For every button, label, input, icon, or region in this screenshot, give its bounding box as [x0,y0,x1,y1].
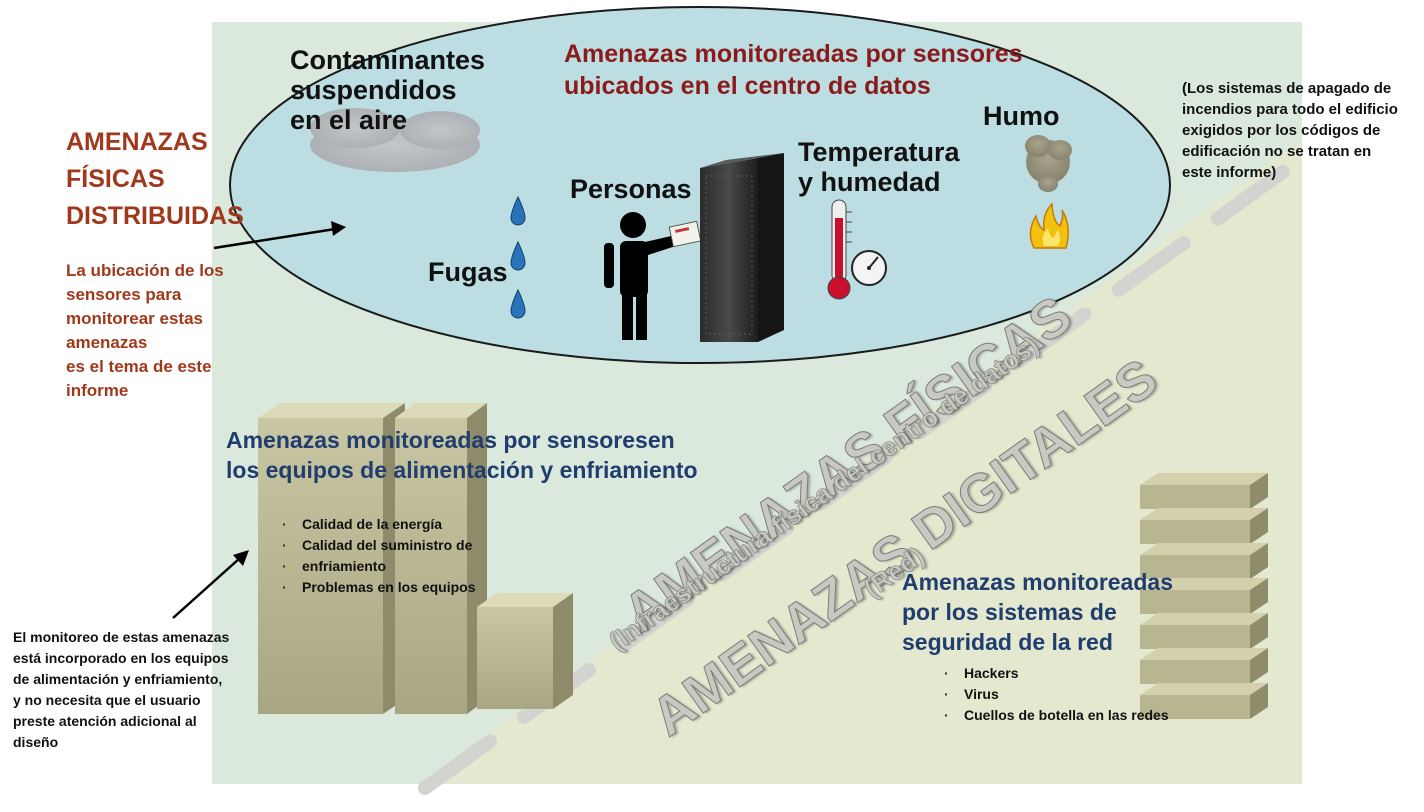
network-server-slab [1140,508,1268,544]
note-line: exigidos por los códigos de [1182,122,1381,139]
distributed-threats-subtitle: La ubicación de los sensores para monito… [66,259,224,403]
temperature-label: Temperatura y humedad [798,137,960,197]
network-heading-line: seguridad de la red [902,629,1113,655]
smoke-label: Humo [983,101,1060,131]
server-rack-icon [700,153,784,342]
list-item: enfriamiento [278,556,476,577]
lower-region [420,140,1302,784]
list-item: Calidad del suministro de [278,535,476,556]
thermometer-icon [827,199,852,300]
power-heading-line: los equipos de alimentación y enfriamien… [226,457,698,483]
oval-heading: Amenazas monitoreadas por sensores ubica… [564,38,1023,102]
water-drop-icon [510,195,526,319]
power-heading-line: Amenazas monitoreadas por sensoresen [226,427,675,453]
note-line: está incorporado en los equipos [13,650,229,666]
list-item: Hackers [940,663,1169,684]
building-fire-note: (Los sistemas de apagado de incendios pa… [1182,78,1398,183]
cloud-icon [310,108,480,172]
note-line: El monitoreo de estas amenazas [13,629,230,645]
equipment-box-short [477,593,573,709]
note-line: edificación no se tratan en [1182,143,1372,160]
power-cooling-heading: Amenazas monitoreadas por sensoresen los… [226,425,698,485]
note-line: preste atención adicional al [13,713,197,729]
subtitle-line: sensores para [66,285,182,304]
network-server-slab [1140,613,1268,649]
network-server-slab [1140,578,1268,614]
network-threats-list: Hackers Virus Cuellos de botella en las … [940,663,1169,726]
list-item: Problemas en los equipos [278,577,476,598]
network-heading-line: por los sistemas de [902,599,1117,625]
arrow-to-oval [213,221,346,250]
subtitle-line: informe [66,381,129,400]
contaminants-line: en el aire [290,105,408,135]
note-line: y no necesita que el usuario [13,692,201,708]
subtitle-line: es el tema de este [66,357,212,376]
contaminants-line: suspendidos [290,75,457,105]
title-line: DISTRIBUIDAS [66,202,244,230]
fire-icon [1029,202,1069,249]
embedded-monitoring-note: El monitoreo de estas amenazas está inco… [13,627,229,753]
note-line: este informe) [1182,164,1277,181]
people-label: Personas [570,174,692,204]
note-line: (Los sistemas de apagado de [1182,80,1392,97]
leaks-label: Fugas [428,257,508,287]
subtitle-line: monitorear estas [66,309,203,328]
contaminants-label: Contaminantes suspendidos en el aire [290,45,485,135]
gauge-icon [851,250,887,286]
network-server-slab [1140,473,1268,509]
list-item: Calidad de la energía [278,514,476,535]
contaminants-line: Contaminantes [290,45,486,75]
arrow-to-equipment [172,550,249,619]
oval-heading-line: ubicados en el centro de datos [564,72,931,100]
smoke-icon [1025,135,1072,192]
person-icon [604,212,682,340]
subtitle-line: amenazas [66,333,148,352]
power-cooling-list: Calidad de la energía Calidad del sumini… [278,514,476,598]
distributed-threats-title: AMENAZAS FÍSICAS DISTRIBUIDAS [66,124,244,235]
network-heading-line: Amenazas monitoreadas [902,569,1173,595]
note-line: incendios para todo el edificio [1182,101,1398,118]
subtitle-line: La ubicación de los [66,261,224,280]
note-line: diseño [13,734,59,750]
network-heading: Amenazas monitoreadas por los sistemas d… [902,567,1173,657]
title-line: AMENAZAS [66,128,208,156]
list-item: Virus [940,684,1169,705]
oval-heading-line: Amenazas monitoreadas por sensores [564,40,1023,68]
temperature-line: Temperatura [798,137,960,167]
title-line: FÍSICAS [66,165,165,193]
network-stack-icon [1140,473,1268,719]
note-line: de alimentación y enfriamiento, [13,671,223,687]
temperature-line: y humedad [798,167,941,197]
network-server-slab [1140,543,1268,579]
list-item: Cuellos de botella en las redes [940,705,1169,726]
